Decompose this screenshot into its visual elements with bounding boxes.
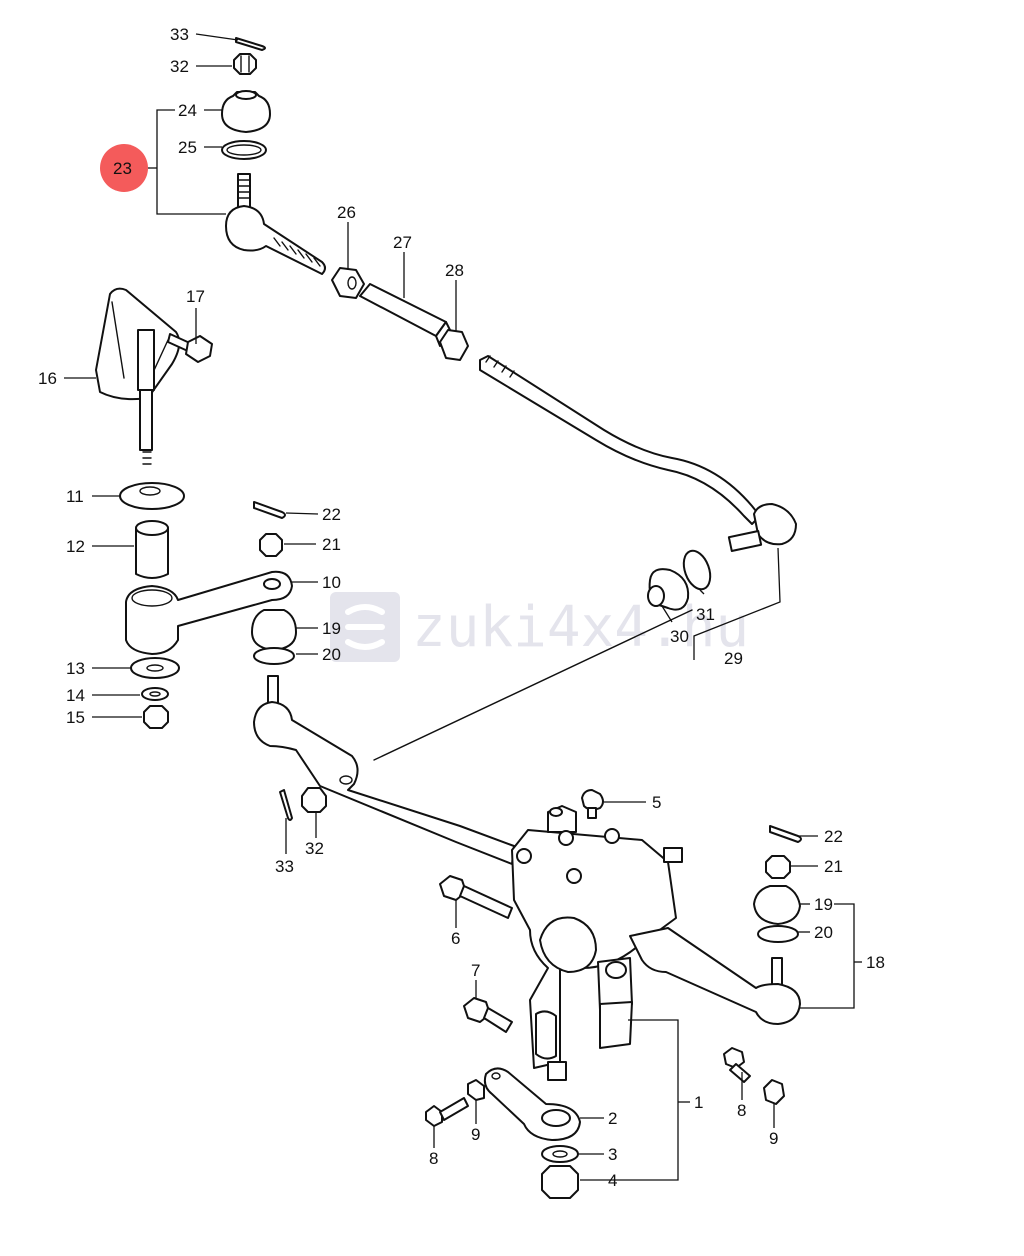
part-32-castle-nut-top[interactable]	[233, 53, 257, 75]
part-17-bolt[interactable]	[167, 333, 213, 363]
part-20-clip-ring-right[interactable]	[757, 925, 799, 943]
label-29[interactable]: 29	[724, 649, 743, 668]
part-22-cotter-pin-mid[interactable]	[253, 501, 286, 519]
part-8-bolt-left[interactable]	[425, 1097, 469, 1127]
part-labels: 33 32 24 25 23 26 27 28 17 16 11 12 22 2…	[38, 25, 885, 1190]
label-32-lower[interactable]: 32	[305, 839, 324, 858]
label-26[interactable]: 26	[337, 203, 356, 222]
label-32-top[interactable]: 32	[170, 57, 189, 76]
label-12[interactable]: 12	[66, 537, 85, 556]
label-23[interactable]: 23	[113, 159, 132, 178]
label-24[interactable]: 24	[178, 101, 197, 120]
label-22-mid[interactable]: 22	[322, 505, 341, 524]
label-3[interactable]: 3	[608, 1145, 617, 1164]
part-20-clip-ring-mid[interactable]	[253, 647, 295, 665]
center-tie-rod[interactable]	[253, 609, 693, 865]
label-25[interactable]: 25	[178, 138, 197, 157]
part-8-bolt-right[interactable]	[723, 1047, 751, 1083]
part-33-cotter-pin-top[interactable]	[235, 37, 266, 51]
watermark: zuki4x4.hu	[330, 592, 749, 662]
part-9-nut-right[interactable]	[763, 1079, 785, 1105]
label-31[interactable]: 31	[696, 605, 715, 624]
label-2[interactable]: 2	[608, 1109, 617, 1128]
part-19-dust-boot-right[interactable]	[753, 885, 801, 925]
label-7[interactable]: 7	[471, 961, 480, 980]
label-17[interactable]: 17	[186, 287, 205, 306]
label-30[interactable]: 30	[670, 627, 689, 646]
part-25-clip-ring-top[interactable]	[221, 140, 267, 160]
label-8-left[interactable]: 8	[429, 1149, 438, 1168]
label-28[interactable]: 28	[445, 261, 464, 280]
label-16[interactable]: 16	[38, 369, 57, 388]
label-10[interactable]: 10	[322, 573, 341, 592]
part-12-bushing[interactable]	[135, 520, 169, 579]
label-8-right[interactable]: 8	[737, 1101, 746, 1120]
part-21-castle-nut-right[interactable]	[765, 855, 791, 879]
label-33-top[interactable]: 33	[170, 25, 189, 44]
label-22-right[interactable]: 22	[824, 827, 843, 846]
part-16-idler-bracket[interactable]	[95, 287, 181, 465]
part-19-dust-boot-mid[interactable]	[251, 609, 297, 651]
label-1[interactable]: 1	[694, 1093, 703, 1112]
part-21-castle-nut-mid[interactable]	[259, 533, 283, 557]
part-24-dust-boot-top[interactable]	[221, 90, 271, 133]
label-11[interactable]: 11	[66, 487, 84, 506]
part-11-washer[interactable]	[119, 482, 185, 510]
label-9-right[interactable]: 9	[769, 1129, 778, 1148]
label-20-mid[interactable]: 20	[322, 645, 341, 664]
part-27-adjuster-sleeve[interactable]	[359, 283, 451, 347]
part-18-tie-rod-end-right[interactable]	[629, 927, 801, 1025]
label-21-right[interactable]: 21	[824, 857, 843, 876]
part-29-drag-link[interactable]	[479, 355, 797, 552]
part-32-castle-nut-lower[interactable]	[301, 787, 327, 813]
part-31-clip-ring-drag-link[interactable]	[679, 547, 715, 593]
label-21-mid[interactable]: 21	[322, 535, 341, 554]
label-27[interactable]: 27	[393, 233, 412, 252]
part-30-dust-boot-drag-link[interactable]	[647, 568, 690, 611]
label-14[interactable]: 14	[66, 686, 85, 705]
label-6[interactable]: 6	[451, 929, 460, 948]
part-15-nut[interactable]	[143, 705, 169, 729]
part-2-pitman-arm[interactable]	[483, 1067, 581, 1141]
highlight-marker-23[interactable]	[100, 144, 148, 192]
label-13[interactable]: 13	[66, 659, 85, 678]
part-26-lock-nut[interactable]	[331, 267, 365, 299]
label-5[interactable]: 5	[652, 793, 661, 812]
label-15[interactable]: 15	[66, 708, 85, 727]
label-19-mid[interactable]: 19	[322, 619, 341, 638]
part-9-nut-left[interactable]	[467, 1079, 485, 1101]
part-4-nut[interactable]	[541, 1165, 579, 1199]
label-9-left[interactable]: 9	[471, 1125, 480, 1144]
part-33-cotter-pin-lower[interactable]	[279, 789, 293, 821]
leader-lines	[64, 33, 862, 1181]
label-4[interactable]: 4	[608, 1171, 617, 1190]
part-1-steering-gear-box[interactable]	[511, 805, 683, 1081]
part-10-idler-arm[interactable]	[125, 570, 293, 655]
label-20-right[interactable]: 20	[814, 923, 833, 942]
label-33-lower[interactable]: 33	[275, 857, 294, 876]
part-5-plug-bolt[interactable]	[581, 789, 604, 819]
watermark-text: zuki4x4.hu	[412, 595, 749, 660]
part-13-washer[interactable]	[130, 657, 180, 679]
label-19-right[interactable]: 19	[814, 895, 833, 914]
part-3-washer[interactable]	[541, 1145, 579, 1163]
part-7-bolt[interactable]	[463, 997, 513, 1033]
label-18[interactable]: 18	[866, 953, 885, 972]
part-6-bolt[interactable]	[439, 875, 513, 919]
part-14-spring-washer[interactable]	[141, 687, 169, 701]
part-23-tie-rod-end-top[interactable]	[225, 173, 326, 275]
part-28-lock-nut[interactable]	[439, 329, 469, 361]
part-22-cotter-pin-right[interactable]	[769, 825, 802, 843]
